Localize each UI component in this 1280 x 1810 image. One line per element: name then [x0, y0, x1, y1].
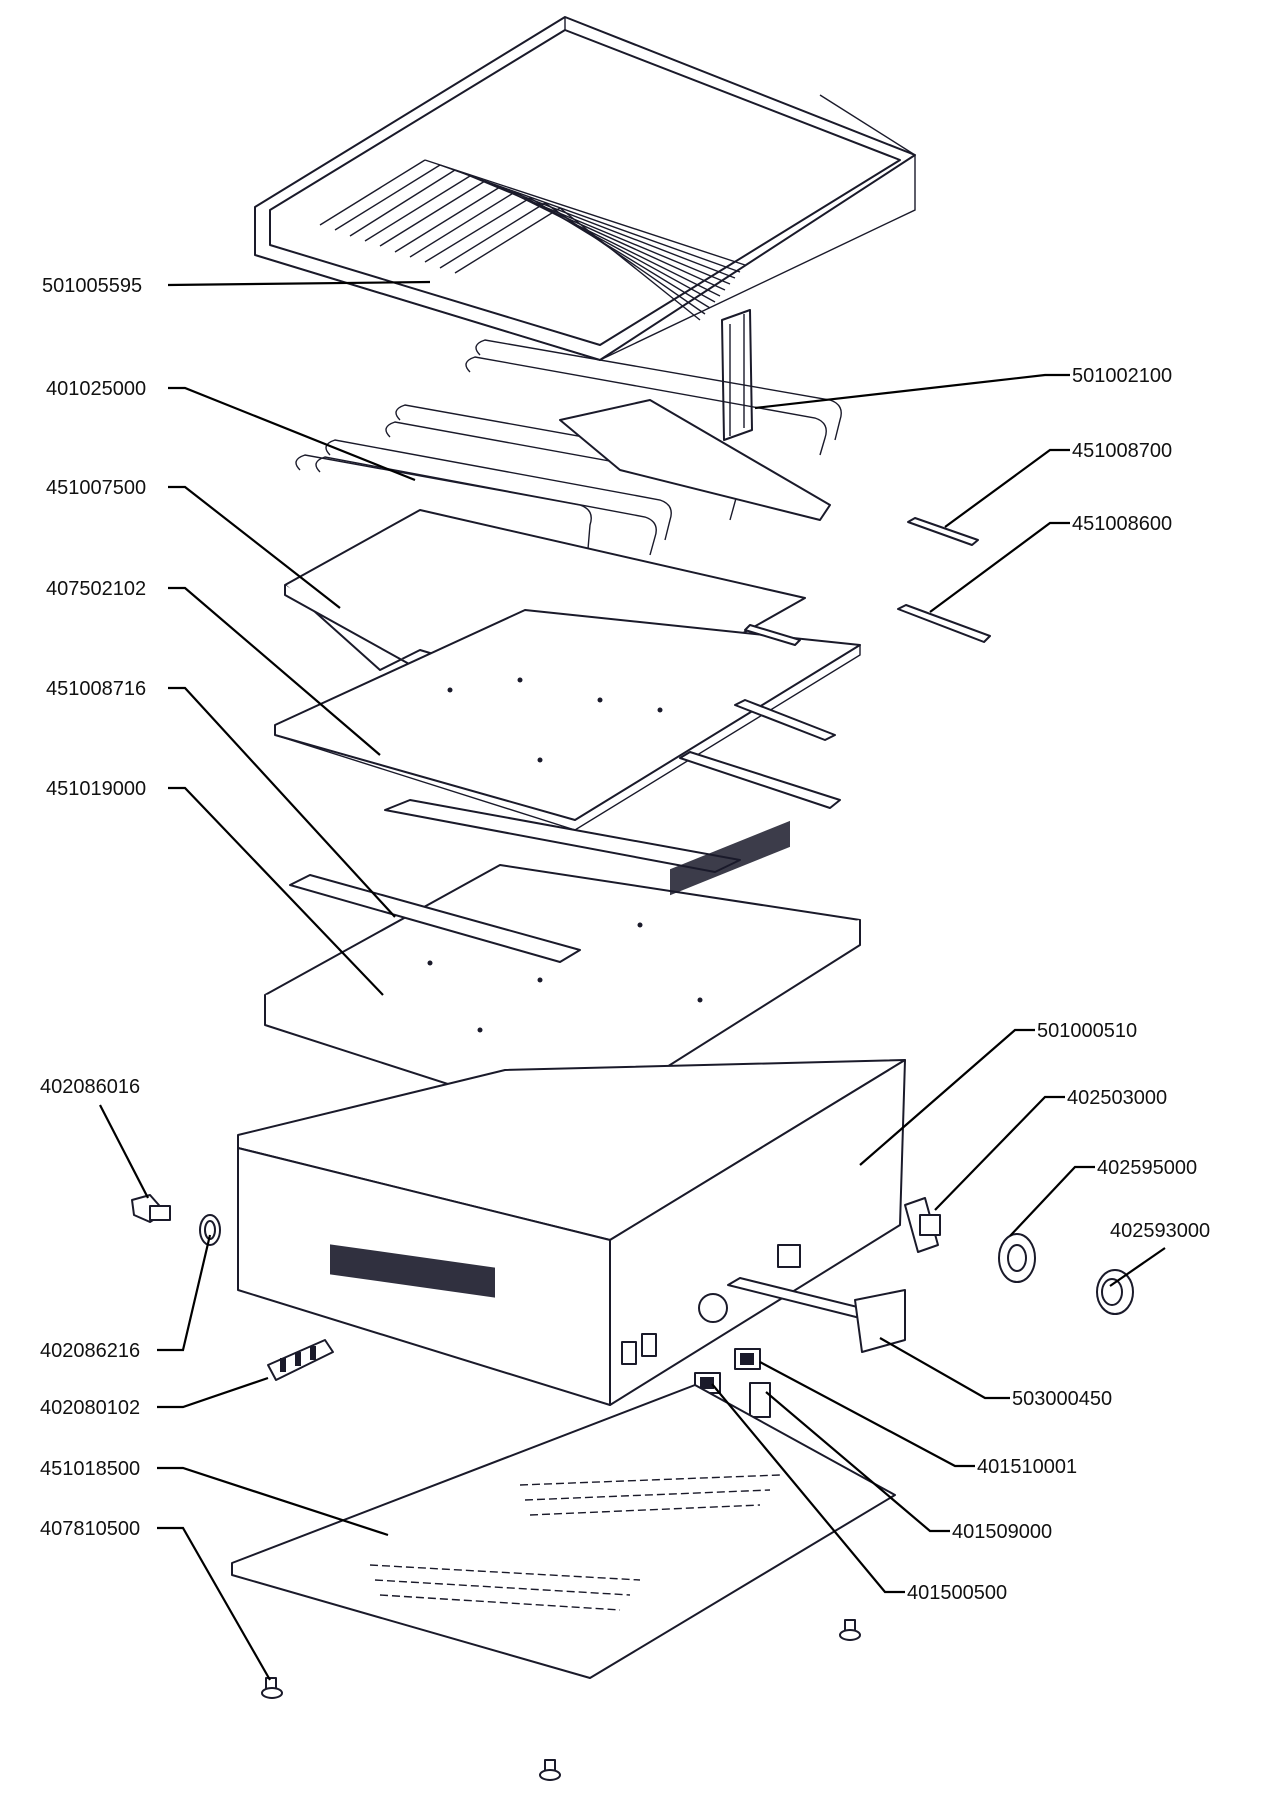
foot-2	[839, 1619, 861, 1641]
strip-451008600	[897, 604, 991, 643]
callout-402595000: 402595000	[1097, 1157, 1197, 1179]
cable-gland	[131, 1194, 171, 1223]
bottom-vents	[369, 1474, 781, 1611]
vertical-bracket	[721, 309, 753, 441]
gland-nut	[199, 1214, 221, 1246]
leader-lines	[99, 280, 1166, 1681]
callout-407502102: 407502102	[46, 578, 146, 600]
callout-401025000: 401025000	[46, 378, 146, 400]
cabinet-side-vent	[670, 820, 790, 896]
callout-402593000: 402593000	[1110, 1220, 1210, 1242]
callout-402080102: 402080102	[40, 1397, 140, 1419]
callout-451008700: 451008700	[1072, 440, 1172, 462]
foot-3	[539, 1759, 561, 1781]
griddle-ribs	[319, 159, 746, 321]
callout-451018500: 451018500	[40, 1458, 140, 1480]
cabinet-vent-slots	[330, 1244, 495, 1298]
knob-bezel	[998, 1233, 1036, 1283]
base-tray	[264, 799, 861, 1126]
callout-501005595: 501005595	[42, 275, 142, 297]
switch-401510001	[734, 1348, 761, 1370]
callout-501000510: 501000510	[1037, 1020, 1137, 1042]
callout-451019000: 451019000	[46, 778, 146, 800]
callout-451007500: 451007500	[46, 477, 146, 499]
griddle-plate	[254, 16, 916, 361]
callout-402503000: 402503000	[1067, 1087, 1167, 1109]
support-bars	[679, 699, 841, 809]
strip-451008700	[907, 517, 979, 546]
switch-401500500	[694, 1372, 721, 1394]
callout-503000450: 503000450	[1012, 1388, 1112, 1410]
knob	[1096, 1269, 1134, 1315]
bottom-panel	[231, 1384, 896, 1679]
callout-402086216: 402086216	[40, 1340, 140, 1362]
clip-401509000	[749, 1382, 771, 1418]
foot-1	[261, 1677, 283, 1699]
callout-402086016: 402086016	[40, 1076, 140, 1098]
terminal-block	[267, 1339, 334, 1381]
cabinet-body	[237, 820, 906, 1406]
callout-451008716: 451008716	[46, 678, 146, 700]
callout-401510001: 401510001	[977, 1456, 1077, 1478]
callout-labels: 501005595 401025000 451007500 407502102 …	[40, 275, 1210, 1604]
callout-451008600: 451008600	[1072, 513, 1172, 535]
callout-401509000: 401509000	[952, 1521, 1052, 1543]
insulation-board	[274, 609, 861, 831]
callout-401500500: 401500500	[907, 1582, 1007, 1604]
front-handle	[727, 1277, 906, 1353]
callout-407810500: 407810500	[40, 1518, 140, 1540]
callout-501002100: 501002100	[1072, 365, 1172, 387]
thermostat	[904, 1197, 941, 1253]
